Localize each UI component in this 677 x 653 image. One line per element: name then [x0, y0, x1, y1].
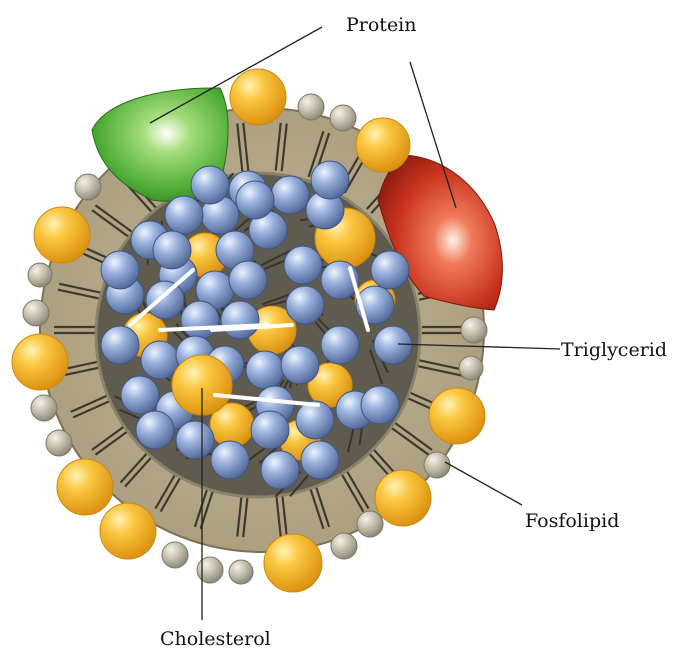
triglycerid-label: Triglycerid: [561, 339, 667, 361]
cholesterol-sphere: [34, 207, 90, 263]
cholesterol-sphere: [375, 470, 431, 526]
triglyceride-sphere: [374, 326, 412, 364]
phospholipid-head: [23, 300, 49, 326]
protein-label: Protein: [346, 14, 417, 36]
triglyceride-sphere: [136, 411, 174, 449]
triglyceride-sphere: [361, 386, 399, 424]
triglyceride-sphere: [141, 341, 179, 379]
triglyceride-sphere: [101, 326, 139, 364]
phospholipid-head: [31, 395, 57, 421]
triglyceride-sphere: [191, 166, 229, 204]
triglyceride-sphere: [146, 281, 184, 319]
phospholipid-head: [46, 430, 72, 456]
triglyceride-sphere: [246, 351, 284, 389]
phospholipid-head: [357, 511, 383, 537]
phospholipid-head: [197, 557, 223, 583]
phospholipid-head: [461, 317, 487, 343]
fosfolipid-label: Fosfolipid: [525, 510, 619, 532]
triglyceride-sphere: [121, 376, 159, 414]
triglyceride-sphere: [211, 441, 249, 479]
phospholipid-head: [459, 356, 483, 380]
triglyceride-sphere: [165, 196, 203, 234]
triglyceride-sphere: [251, 411, 289, 449]
cholesterol-label: Cholesterol: [160, 628, 271, 650]
phospholipid-head: [75, 174, 101, 200]
fosfolipid-leader: [445, 462, 522, 505]
cholesterol-sphere: [429, 388, 485, 444]
triglyceride-sphere: [221, 301, 259, 339]
phospholipid-head: [298, 94, 324, 120]
phospholipid-head: [28, 263, 52, 287]
cholesterol-sphere: [264, 534, 322, 592]
triglyceride-sphere: [311, 161, 349, 199]
phospholipid-head: [424, 452, 450, 478]
triglyceride-sphere: [236, 181, 274, 219]
triglyceride-sphere: [101, 251, 139, 289]
cholesterol-sphere: [100, 503, 156, 559]
phospholipid-head: [331, 533, 357, 559]
triglyceride-sphere: [321, 326, 359, 364]
triglyceride-sphere: [284, 246, 322, 284]
triglyceride-sphere: [261, 451, 299, 489]
triglyceride-sphere: [176, 421, 214, 459]
cholesterol-sphere: [57, 459, 113, 515]
phospholipid-head: [229, 560, 253, 584]
triglyceride-sphere: [281, 346, 319, 384]
triglyceride-sphere: [301, 441, 339, 479]
cholesterol-sphere: [12, 334, 68, 390]
phospholipid-head: [162, 542, 188, 568]
triglyceride-sphere: [181, 301, 219, 339]
triglyceride-sphere: [371, 251, 409, 289]
phospholipid-head: [330, 105, 356, 131]
cholesterol-sphere: [230, 69, 286, 125]
triglyceride-sphere: [229, 261, 267, 299]
triglyceride-sphere: [286, 286, 324, 324]
triglyceride-sphere: [271, 176, 309, 214]
cholesterol-sphere: [356, 118, 410, 172]
triglyceride-sphere: [153, 231, 191, 269]
